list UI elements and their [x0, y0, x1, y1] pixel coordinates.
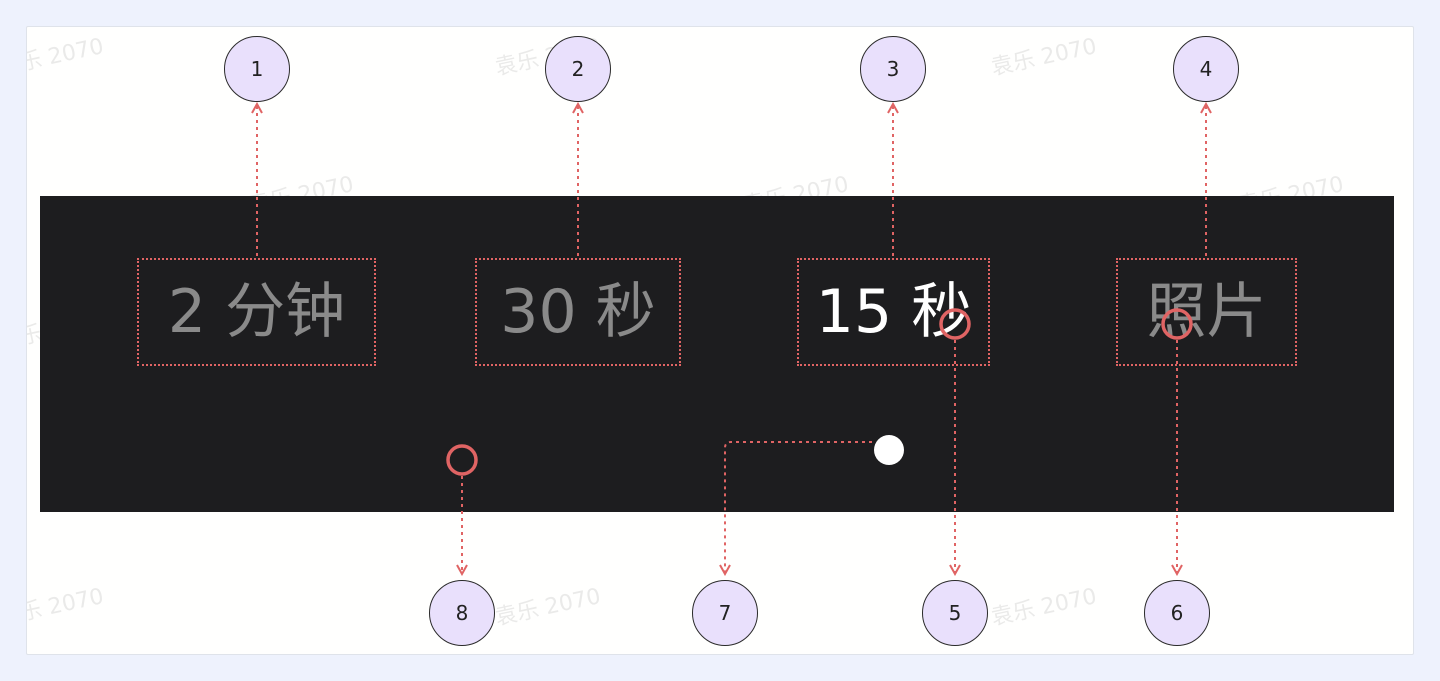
- watermark: 袁乐 2070: [26, 34, 106, 81]
- mode-tab-label: 30 秒: [500, 277, 656, 347]
- callout-5: 5: [922, 580, 988, 646]
- mode-tab-30s[interactable]: 30 秒: [475, 258, 681, 366]
- mode-tab-photo[interactable]: 照片: [1116, 258, 1297, 366]
- callout-2: 2: [545, 36, 611, 102]
- mode-tab-label: 15 秒: [815, 277, 972, 347]
- mode-tab-2min[interactable]: 2 分钟: [137, 258, 376, 366]
- callout-7: 7: [692, 580, 758, 646]
- callout-6: 6: [1144, 580, 1210, 646]
- watermark: 袁乐 2070: [989, 34, 1099, 81]
- callout-8: 8: [429, 580, 495, 646]
- diagram-card: 袁乐 2070 袁乐 2070 袁乐 2070 袁乐 2070 袁乐 2070 …: [26, 26, 1414, 655]
- watermark: 袁乐 2070: [989, 584, 1099, 631]
- mode-tab-label: 照片: [1146, 277, 1267, 347]
- callout-3: 3: [860, 36, 926, 102]
- callout-1: 1: [224, 36, 290, 102]
- mode-tab-15s[interactable]: 15 秒: [797, 258, 990, 366]
- watermark: 袁乐 2070: [26, 584, 106, 631]
- watermark: 袁乐 2070: [493, 584, 603, 631]
- camera-mode-bar: [40, 196, 1394, 512]
- callout-4: 4: [1173, 36, 1239, 102]
- mode-tab-label: 2 分钟: [167, 277, 346, 347]
